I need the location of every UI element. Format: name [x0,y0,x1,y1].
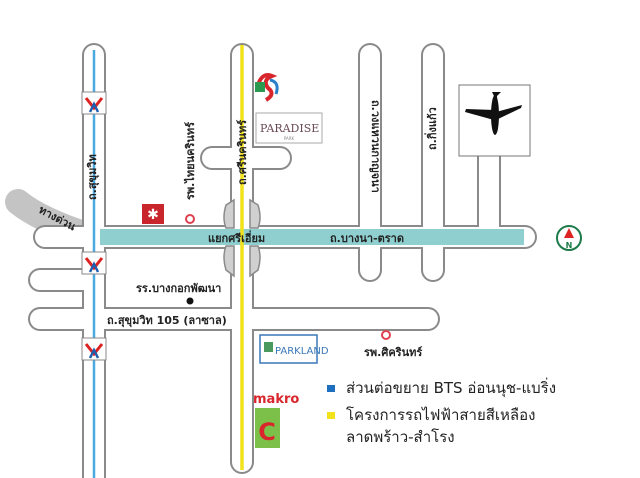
bts-station-icon [81,337,107,361]
road-label-bangna-trad: ถ.บางนา-ตราด [330,232,404,245]
svg-text:PARADISE: PARADISE [260,122,319,135]
seacon-square-logo [255,73,279,102]
bts-station-icon [81,91,107,115]
svg-text:N: N [566,241,573,250]
svg-text:PARK: PARK [284,136,295,141]
svg-text:PARKLAND: PARKLAND [275,346,329,357]
road-label-sukhumvit-105: ถ.สุขุมวิท 105 (ลาซาล) [107,314,227,328]
hospital-label-sikarin: รพ.ศิครินทร์ [364,346,422,359]
hospital-label-thai-nakarin: รพ.ไทยนครินทร์ [183,122,197,200]
legend-label-bts: ส่วนต่อขยาย BTS อ่อนนุช-แบริ่ง [346,377,556,398]
road-label-srinagarindra: ถ.ศรีนครินทร์ [236,120,249,185]
hospital-marker [381,330,391,340]
bts-station-icon [81,251,107,275]
legend-swatch-bts [327,385,335,392]
school-label: รร.บางกอกพัฒนา [136,282,221,295]
parkland-logo [259,334,318,364]
paradise-park-logo [255,112,323,144]
svg-text:✱: ✱ [147,207,159,223]
legend-label-yellow: โครงการรถไฟฟ้าสายสีเหลือง [346,406,535,424]
road-label-sukhumvit: ถ.สุขุมวิท [86,154,100,200]
hospital-marker [185,214,195,224]
makro-logo: makro [253,392,299,407]
legend: ส่วนต่อขยาย BTS อ่อนนุช-แบริ่ง โครงการรถ… [327,377,556,446]
legend-swatch-yellow [327,412,335,419]
bangna-trad-highlight [100,229,524,245]
airplane-icon [465,92,522,135]
bigc-logo [255,408,280,448]
junction-label: แยกศรีเอี่ยม [208,230,265,245]
interchange [223,198,261,278]
legend-label-yellow-2: ลาดพร้าว-สำโรง [346,428,455,446]
school-marker [186,297,194,305]
road-label-king-kaeo: ถ.กิ่งแก้ว [424,107,439,150]
hospital-logo [142,204,164,224]
road-label-kanchanaphisek: ถ.วงแหวนกาญจนา [369,100,382,193]
svg-text:C: C [258,418,276,446]
